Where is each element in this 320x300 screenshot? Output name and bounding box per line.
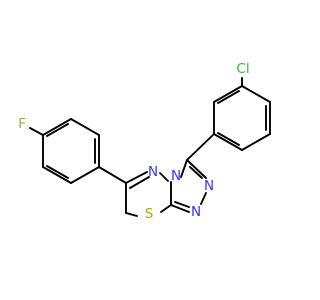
- thiadiazine-ring: [125, 171, 172, 217]
- molecule-structure: Cl F N N N N S: [18, 61, 271, 222]
- sulfur-atom-label: S: [145, 206, 154, 222]
- phenyl-triazole-bond: [186, 133, 215, 161]
- nitrogen-atom-label: N: [191, 204, 201, 220]
- triazole-ring: [170, 159, 207, 213]
- nitrogen-atom-label: N: [171, 168, 181, 184]
- chlorophenyl-ring: [213, 85, 271, 151]
- phenyl-thiadiazine-bond: [98, 166, 127, 184]
- fluorine-atom-label: F: [18, 116, 26, 132]
- nitrogen-atom-label: N: [148, 164, 158, 180]
- chlorine-atom-label: Cl: [236, 61, 249, 77]
- fluorophenyl-ring: [42, 118, 100, 184]
- c-f-bond: [29, 127, 44, 136]
- nitrogen-atom-label: N: [204, 178, 214, 194]
